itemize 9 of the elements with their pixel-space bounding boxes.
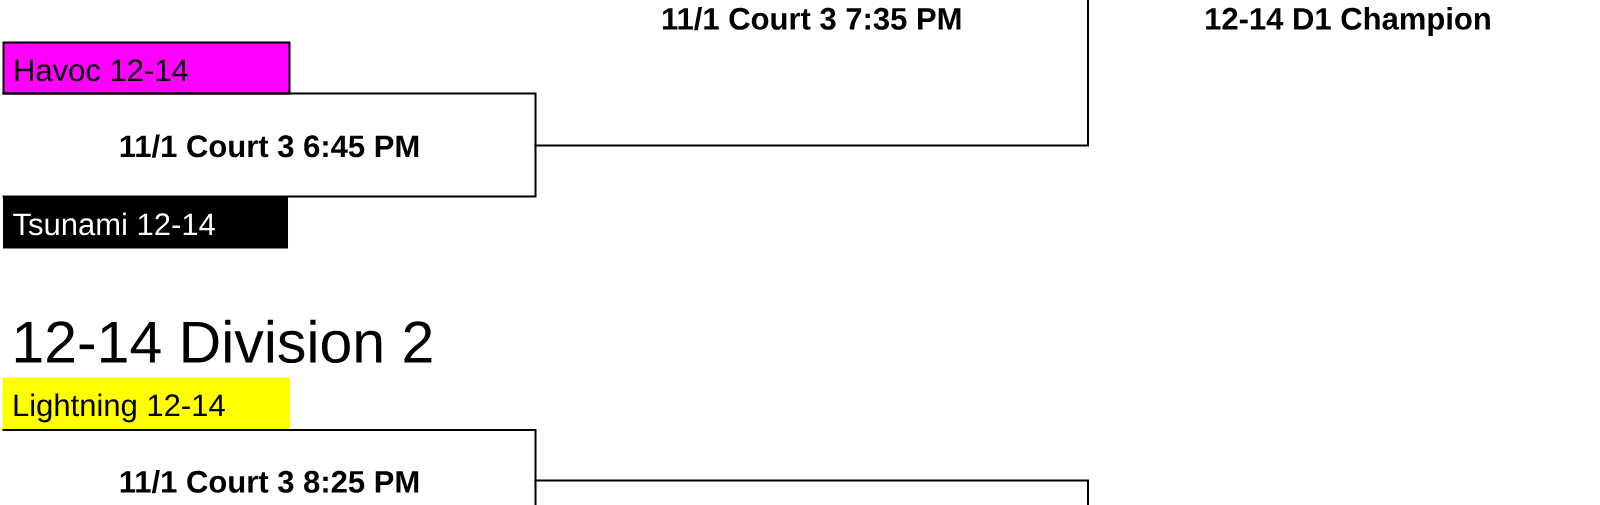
team-box: Lightning 12-14: [2, 377, 290, 430]
team-box: Tsunami 12-14: [3, 196, 288, 249]
match-box: 11/1 Court 3 7:35 PM: [534, 0, 1089, 147]
match-box: [534, 479, 1089, 505]
division-heading: 12-14 Division 2: [15, 319, 432, 364]
match-box: 11/1 Court 3 8:25 PM: [2, 429, 537, 505]
match-box: 11/1 Court 3 6:45 PM: [2, 92, 537, 198]
team-box: Havoc 12-14: [2, 41, 291, 95]
champion-label: 12-14 D1 Champion: [1206, 7, 1490, 36]
